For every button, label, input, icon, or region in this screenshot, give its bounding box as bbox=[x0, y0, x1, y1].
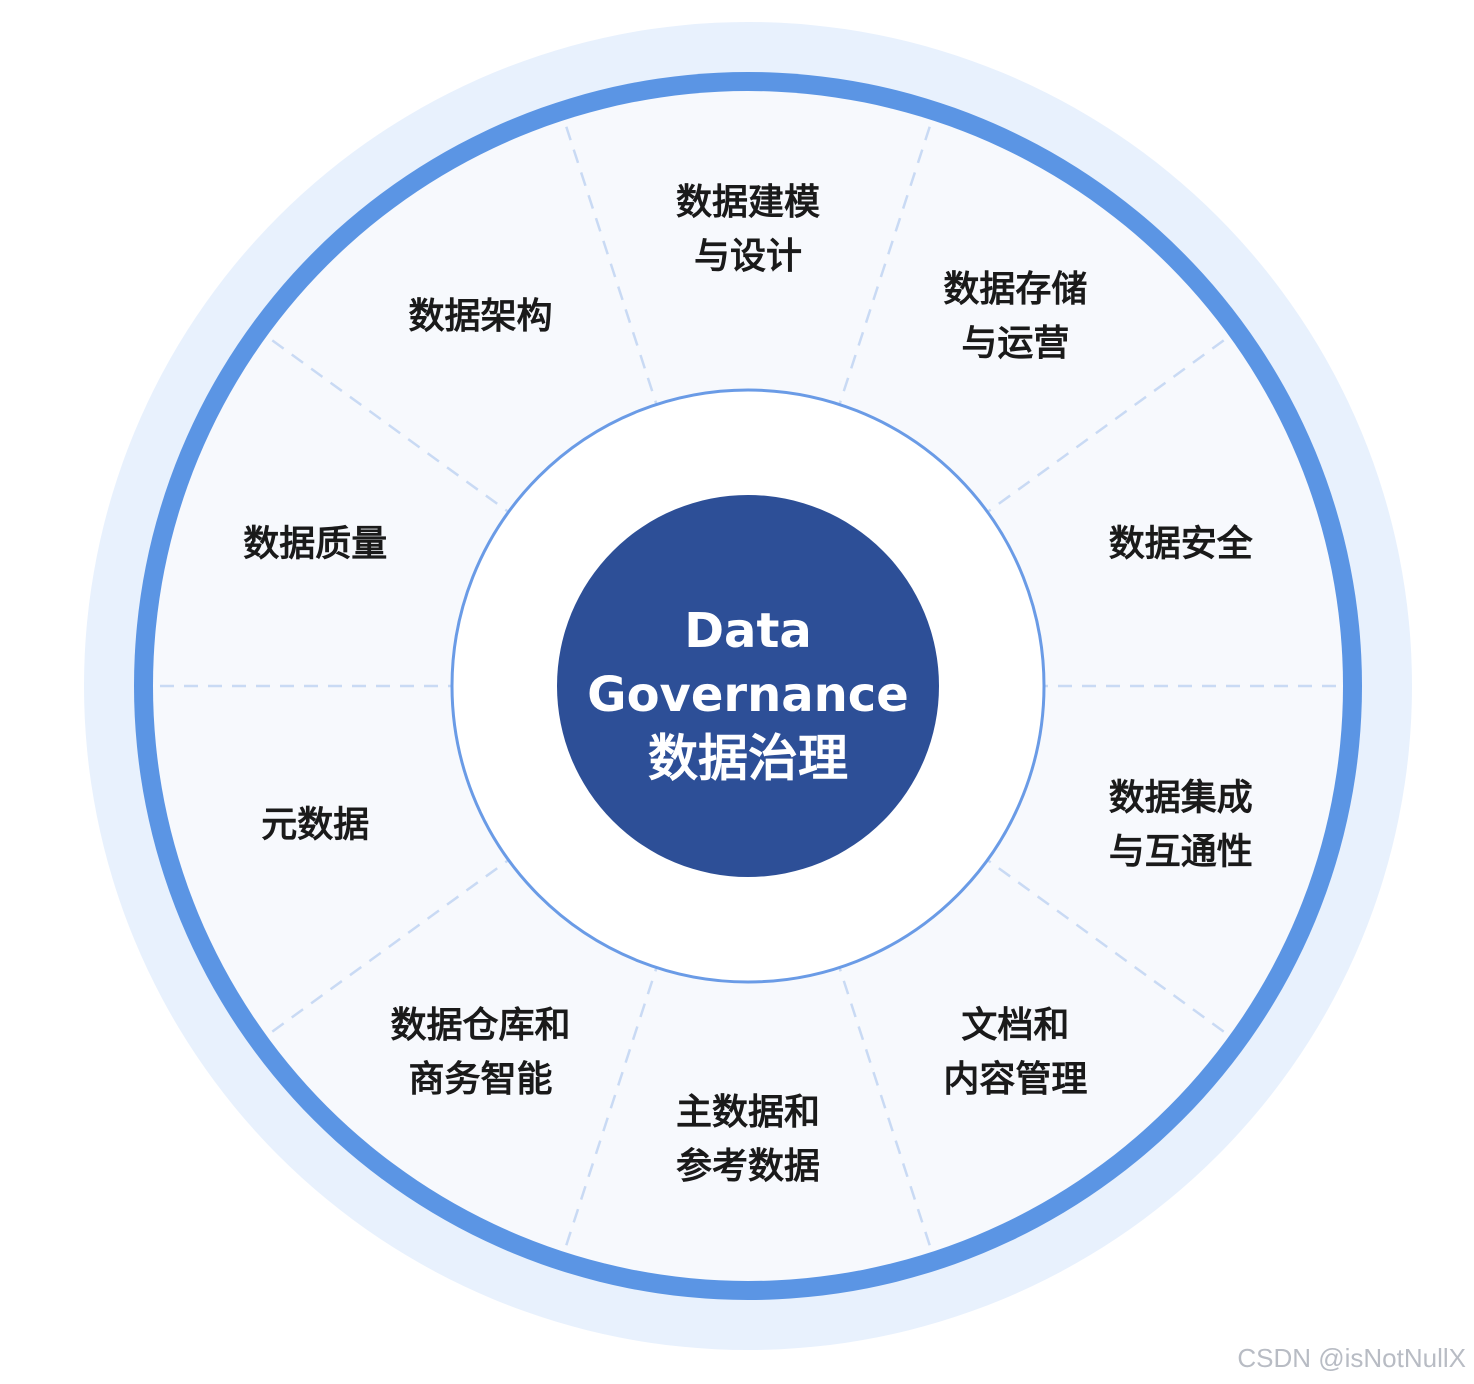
segment-label: 与互通性 bbox=[1109, 832, 1253, 873]
segment-label: 与运营 bbox=[961, 323, 1069, 364]
segment-label: 数据仓库和 bbox=[391, 1005, 571, 1046]
segment-architecture: 数据架构 bbox=[409, 296, 553, 337]
center-hub bbox=[557, 495, 939, 877]
center-title: Data Governance 数据治理 bbox=[587, 603, 909, 788]
segment-label: 文档和 bbox=[961, 1005, 1069, 1046]
segment-label: 数据架构 bbox=[409, 296, 553, 337]
segment-quality: 数据质量 bbox=[243, 523, 387, 564]
segment-divider bbox=[267, 796, 596, 1036]
segment-divider bbox=[805, 866, 933, 1251]
segment-divider bbox=[563, 121, 691, 506]
segment-label: 数据集成 bbox=[1109, 778, 1253, 819]
segment-divider bbox=[563, 866, 691, 1251]
segment-security: 数据安全 bbox=[1109, 522, 1254, 564]
segment-label: 商务智能 bbox=[409, 1059, 553, 1100]
watermark: CSDN @isNotNullX bbox=[1237, 1343, 1466, 1373]
segment-label: 主数据和 bbox=[676, 1092, 820, 1133]
inner-blue-ring bbox=[450, 388, 1046, 984]
segment-label: 参考数据 bbox=[676, 1146, 820, 1187]
segment-label: 数据建模 bbox=[676, 182, 820, 223]
segment-divider bbox=[267, 336, 596, 576]
segment-labels: 数据建模与设计数据存储与运营数据安全数据集成与互通性文档和内容管理主数据和参考数… bbox=[243, 182, 1253, 1187]
segment-divider bbox=[900, 796, 1229, 1036]
segment-label: 元数据 bbox=[261, 805, 369, 846]
center-title-line1: Data bbox=[684, 603, 812, 659]
segment-metadata: 元数据 bbox=[261, 805, 369, 846]
segment-divider bbox=[805, 121, 933, 506]
segment-label: 数据存储 bbox=[943, 269, 1087, 310]
segment-divider bbox=[900, 336, 1229, 576]
segment-label: 内容管理 bbox=[943, 1059, 1087, 1100]
segment-label: 数据安全 bbox=[1109, 522, 1254, 564]
segment-label: 数据质量 bbox=[243, 523, 387, 564]
center-title-zh: 数据治理 bbox=[648, 730, 848, 788]
center-title-line2: Governance bbox=[587, 667, 909, 723]
segment-dividers bbox=[155, 121, 1341, 1251]
segment-label: 与设计 bbox=[694, 236, 802, 277]
